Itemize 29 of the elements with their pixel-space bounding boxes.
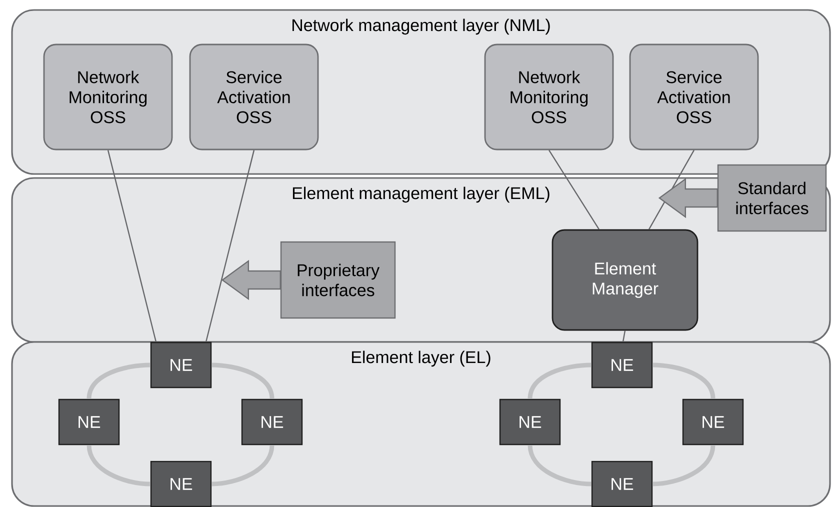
ne-box: NE bbox=[150, 460, 212, 507]
ne-box: NE bbox=[58, 398, 120, 446]
ring-line bbox=[212, 444, 274, 486]
ne-box: NE bbox=[499, 398, 561, 446]
ring-line bbox=[212, 362, 274, 400]
ring-line bbox=[86, 444, 150, 486]
ring-line bbox=[528, 444, 592, 486]
ring-line bbox=[86, 362, 150, 400]
callout-box: Standard interfaces bbox=[717, 164, 827, 232]
connector-line bbox=[107, 150, 157, 342]
ne-box: NE bbox=[591, 460, 653, 507]
ne-box: NE bbox=[241, 398, 303, 446]
ne-box: NE bbox=[150, 342, 212, 388]
ring-line bbox=[652, 444, 716, 486]
callout-box: Proprietary interfaces bbox=[280, 241, 396, 319]
block-arrow bbox=[658, 178, 718, 218]
connector-line bbox=[548, 150, 600, 230]
ring-line bbox=[528, 362, 592, 400]
oss-box: Service Activation OSS bbox=[629, 44, 759, 150]
oss-box: Network Monitoring OSS bbox=[43, 44, 173, 150]
block-arrow bbox=[221, 260, 281, 300]
connector-line bbox=[622, 330, 626, 342]
manager-box: Element Manager bbox=[552, 229, 698, 331]
ne-box: NE bbox=[591, 342, 653, 388]
ne-box: NE bbox=[682, 398, 744, 446]
oss-box: Network Monitoring OSS bbox=[484, 44, 614, 150]
connector-line bbox=[205, 150, 255, 342]
oss-box: Service Activation OSS bbox=[189, 44, 319, 150]
ring-line bbox=[652, 362, 716, 400]
